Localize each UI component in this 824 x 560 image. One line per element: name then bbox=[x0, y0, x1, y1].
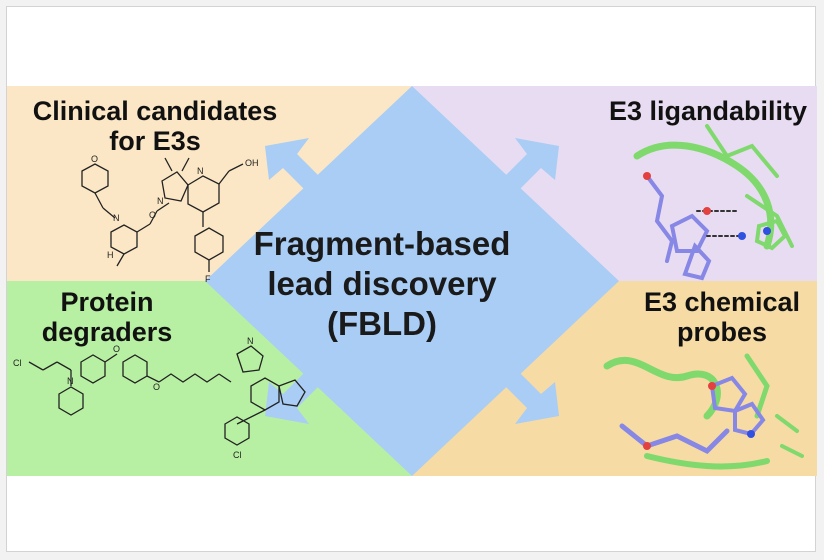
label-clinical-candidates: Clinical candidates for E3s bbox=[15, 96, 295, 156]
label-clinical-candidates-line-2: for E3s bbox=[109, 126, 201, 156]
protein-degrader-structure bbox=[28, 345, 306, 446]
atom-label-o-morpholine: O bbox=[91, 154, 98, 164]
label-e3-ligandability: E3 ligandability bbox=[587, 96, 807, 126]
label-e3-chemical-probes: E3 chemical probes bbox=[637, 287, 807, 347]
atom-label-oh: OH bbox=[245, 158, 259, 168]
atom-label-f: F bbox=[205, 274, 211, 284]
atom-label-h: H bbox=[107, 250, 114, 260]
abstract-artwork: OH N N N H O O F bbox=[7, 86, 817, 476]
atom-label-n-ring: N bbox=[113, 213, 120, 223]
atom-label-n-amide: N bbox=[67, 376, 74, 386]
e3-chemical-probe-render bbox=[603, 353, 804, 470]
center-title-line-3: (FBLD) bbox=[327, 305, 437, 342]
atom-label-n-triazole: N bbox=[247, 336, 254, 346]
atom-label-o-ether-1: O bbox=[113, 344, 120, 354]
center-title: Fragment-based lead discovery (FBLD) bbox=[237, 224, 527, 344]
graphical-abstract: OH N N N H O O F bbox=[7, 86, 817, 476]
clinical-candidate-structure bbox=[81, 157, 244, 272]
atom-label-n-pyridine: N bbox=[197, 166, 204, 176]
label-protein-degraders: Protein degraders bbox=[37, 287, 177, 347]
arrow-bottom-left bbox=[265, 366, 325, 424]
atom-label-cl-chloroacetyl: Cl bbox=[13, 358, 22, 368]
atom-label-o-carbonyl: O bbox=[149, 210, 156, 220]
center-title-line-1: Fragment-based bbox=[253, 225, 511, 262]
label-protein-degraders-line-2: degraders bbox=[41, 317, 173, 347]
clinical-candidate-atom-labels: OH N N N H O O F bbox=[91, 154, 259, 284]
arrow-top-right bbox=[499, 138, 559, 196]
atom-label-n-indoline: N bbox=[157, 196, 164, 206]
e3-ligandability-render bbox=[633, 124, 794, 281]
arrow-bottom-right bbox=[499, 366, 559, 424]
atom-label-o-ether-2: O bbox=[153, 382, 160, 392]
center-title-line-2: lead discovery bbox=[267, 265, 497, 302]
degrader-atom-labels: Cl O O N N Cl bbox=[13, 336, 254, 460]
label-e3-chemical-probes-line-1: E3 chemical bbox=[643, 287, 801, 317]
arrow-top-left bbox=[265, 138, 325, 196]
label-clinical-candidates-line-1: Clinical candidates bbox=[32, 96, 278, 126]
label-e3-chemical-probes-line-2: probes bbox=[676, 317, 768, 347]
label-protein-degraders-line-1: Protein bbox=[60, 287, 154, 317]
atom-label-cl-aryl: Cl bbox=[233, 450, 242, 460]
label-e3-ligandability-line-1: E3 ligandability bbox=[608, 96, 807, 126]
